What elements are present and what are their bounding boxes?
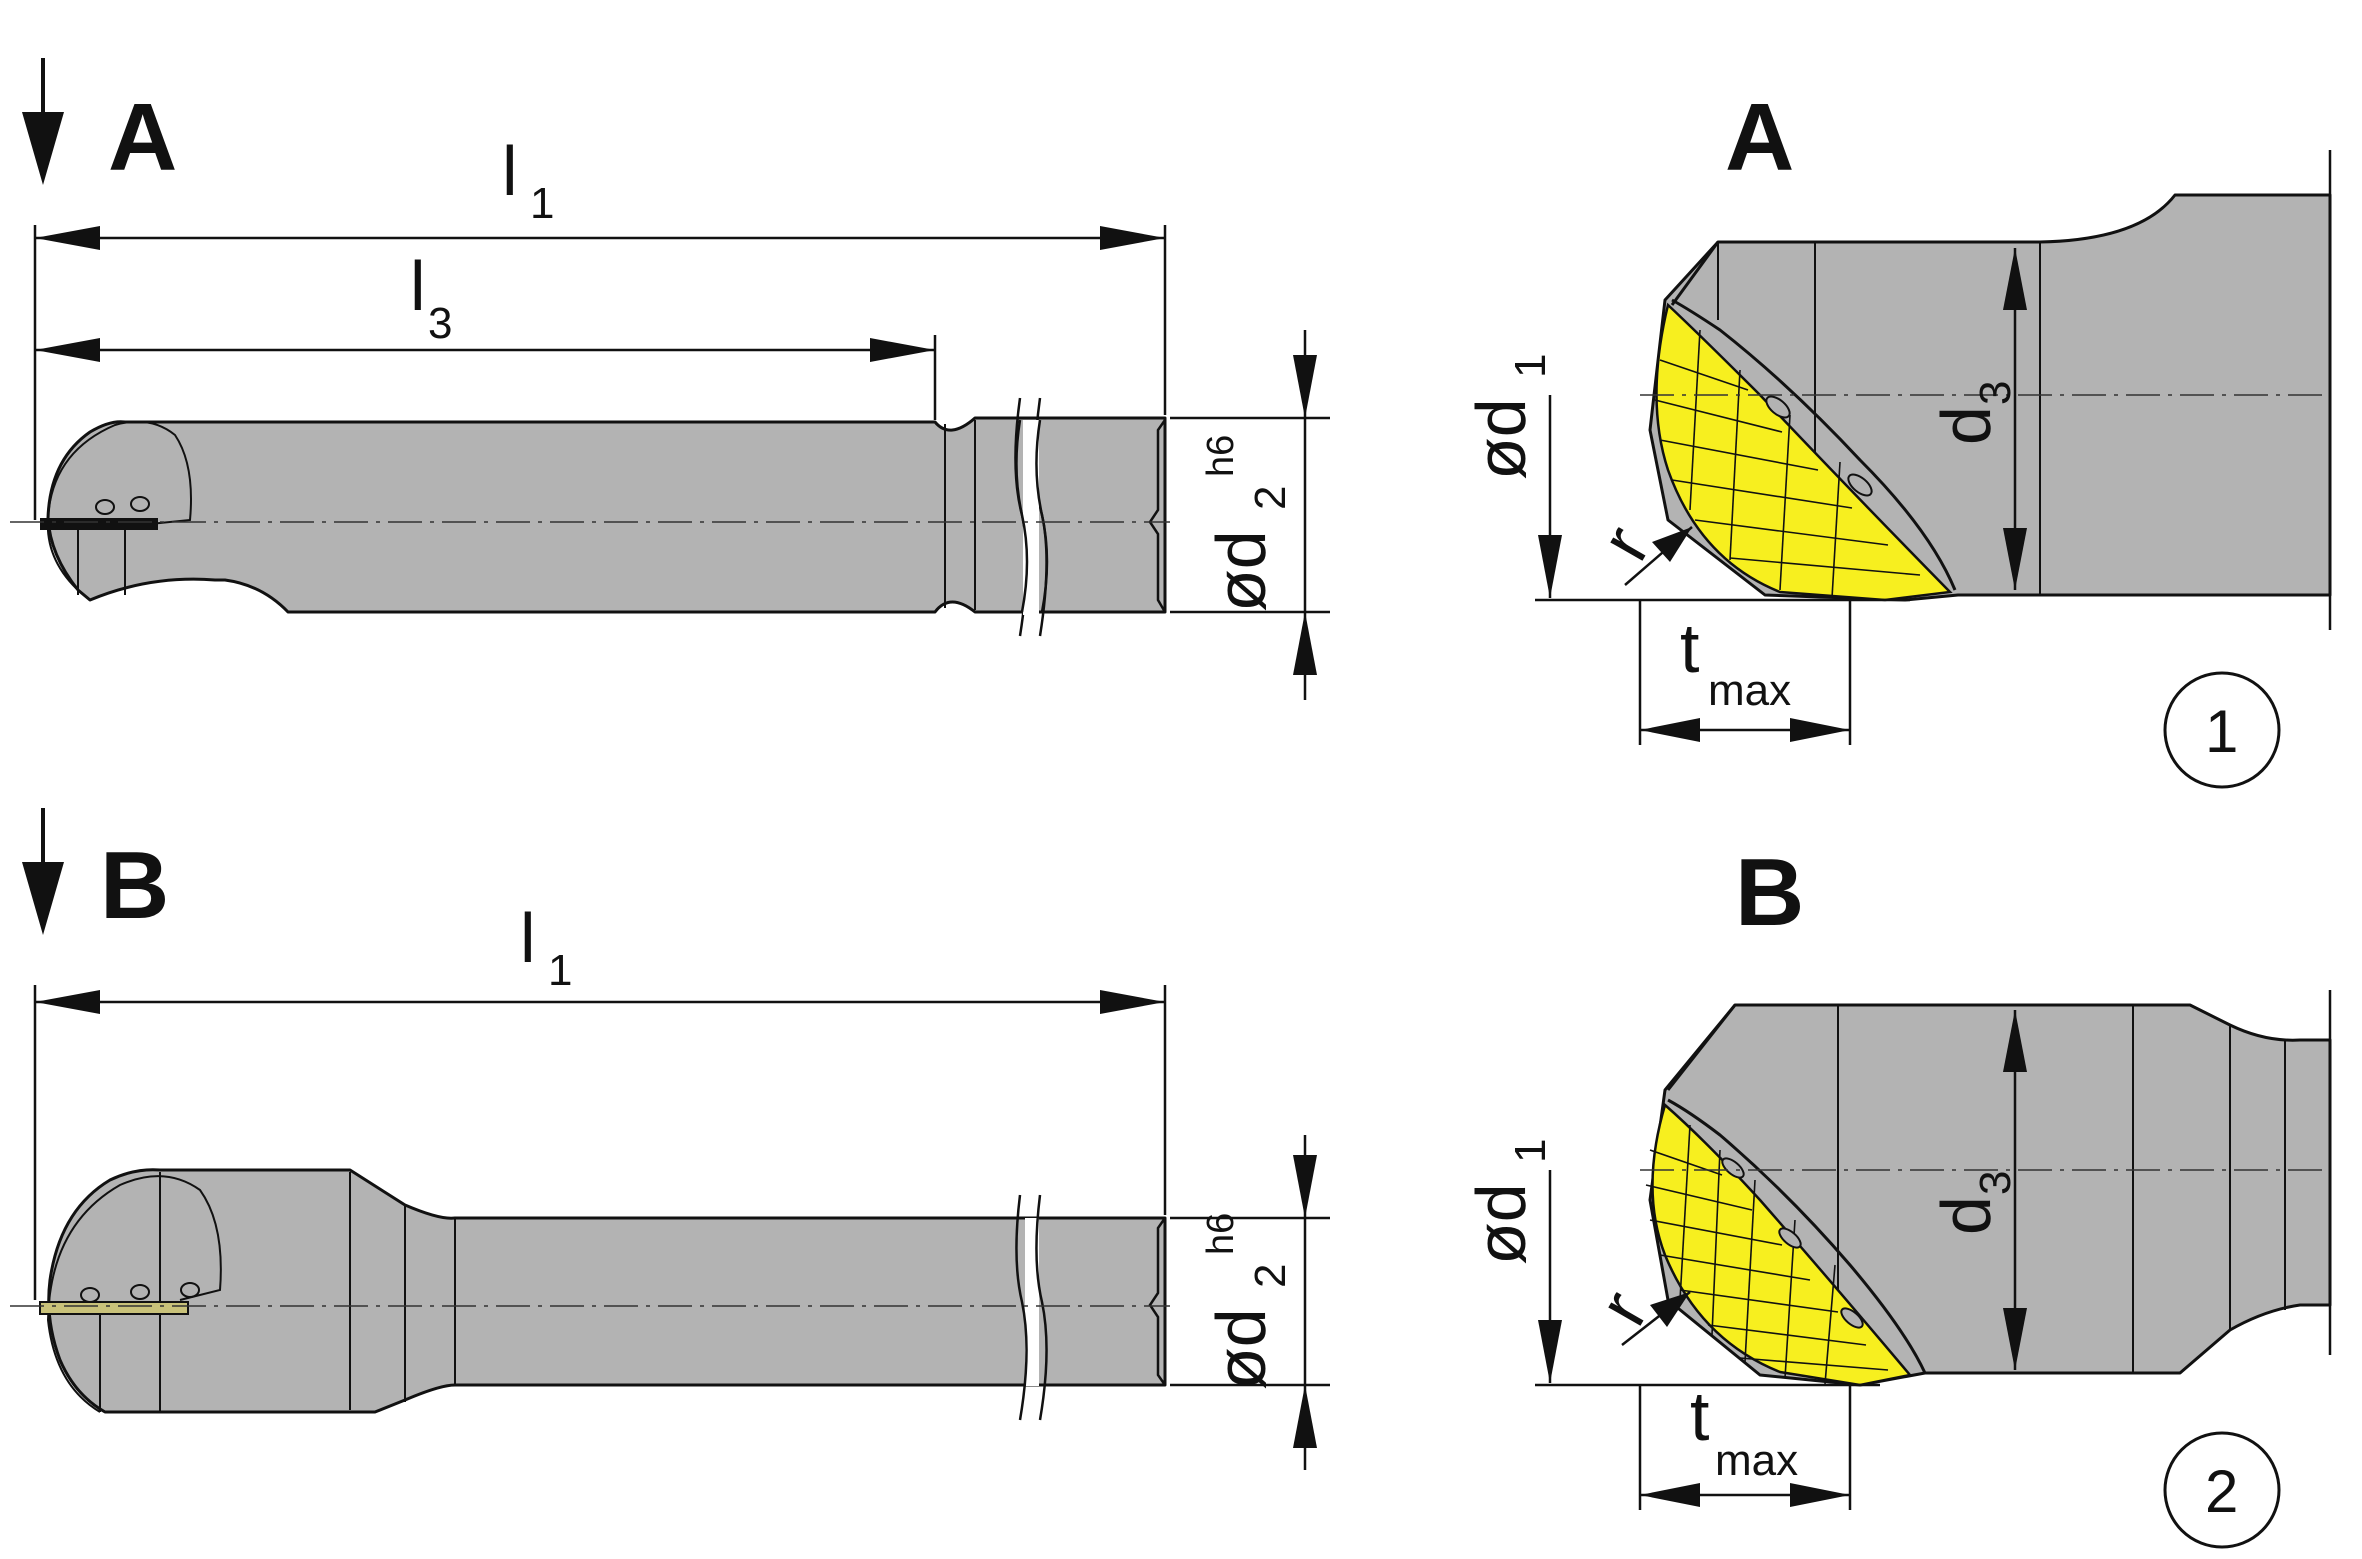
detail-b-d3-sub: 3 xyxy=(1971,1171,2020,1195)
dim-d2-bottom-sub: 2 xyxy=(1246,1264,1295,1288)
detail-label-b: B xyxy=(1735,839,1804,946)
dim-d2-top-tol: h6 xyxy=(1200,435,1242,477)
detail-a: A xyxy=(1640,84,2332,630)
tool-a-insert-edge xyxy=(40,518,158,530)
dim-l1-top: l 1 xyxy=(33,132,1167,520)
detail-b-d1-sub: 1 xyxy=(1506,1139,1555,1163)
tool-b-head-arc xyxy=(46,1175,222,1413)
detail-b-d1-main: ød xyxy=(1462,1183,1540,1265)
dim-l1-top-sub: 1 xyxy=(530,179,554,228)
variant-marker-2-text: 2 xyxy=(2205,1458,2238,1525)
detail-a-insert xyxy=(1655,302,1953,602)
tool-b-side-view: B xyxy=(10,808,1170,1421)
dim-d2-bottom: ød 2 h6 xyxy=(1170,1135,1330,1470)
dim-l1-bottom-main: l xyxy=(520,899,536,977)
tool-a-head-arc xyxy=(46,420,192,593)
detail-b-r: r xyxy=(1583,1278,1662,1337)
detail-b-tmax-sub: max xyxy=(1715,1436,1798,1485)
dim-l3-sub: 3 xyxy=(428,299,452,348)
dim-d2-top: ød 2 h6 xyxy=(1170,330,1330,700)
view-label-a: A xyxy=(108,84,177,191)
variant-marker-2 xyxy=(2163,1431,2281,1549)
tool-a-side-view: A xyxy=(10,58,1170,637)
dim-l3-main: l xyxy=(410,247,426,325)
tool-b-body xyxy=(47,1168,1167,1414)
dim-d2-bottom-tol: h6 xyxy=(1200,1213,1242,1255)
dim-l1-bottom-sub: 1 xyxy=(548,946,572,995)
view-arrow-b xyxy=(22,808,64,935)
dim-d2-top-sub: 2 xyxy=(1246,486,1295,510)
variant-marker-1-text: 1 xyxy=(2205,698,2238,765)
dim-l3: l 3 xyxy=(35,247,937,420)
detail-a-d1-main: ød xyxy=(1462,398,1540,480)
dim-d2-bottom-main: ød xyxy=(1202,1308,1280,1390)
detail-a-hatch xyxy=(1654,329,1921,599)
view-label-b: B xyxy=(100,832,169,939)
variant-marker-1 xyxy=(2163,671,2281,789)
dim-d2-top-main: ød xyxy=(1202,530,1280,612)
view-arrow-a xyxy=(22,58,64,185)
detail-b: B xyxy=(1640,839,2332,1387)
detail-b-dims: ød 1 d 3 r t max 2 xyxy=(1462,1010,2281,1549)
dim-l1-bottom: l 1 xyxy=(33,899,1167,1300)
detail-a-d1-sub: 1 xyxy=(1506,354,1555,378)
detail-b-hatch xyxy=(1645,1124,1889,1385)
detail-b-d3-main: d xyxy=(1927,1196,2005,1235)
tool-a-body xyxy=(46,416,1167,614)
dim-l1-top-main: l xyxy=(502,132,518,210)
detail-label-a: A xyxy=(1725,84,1794,191)
detail-a-r: r xyxy=(1585,513,1664,572)
detail-a-tmax-main: t xyxy=(1680,609,1699,687)
detail-a-d3-main: d xyxy=(1927,406,2005,445)
detail-b-tmax-main: t xyxy=(1690,1377,1709,1455)
detail-a-tmax-sub: max xyxy=(1708,666,1791,715)
detail-a-d3-sub: 3 xyxy=(1971,381,2020,405)
tool-b-insert-edge xyxy=(39,1301,189,1315)
